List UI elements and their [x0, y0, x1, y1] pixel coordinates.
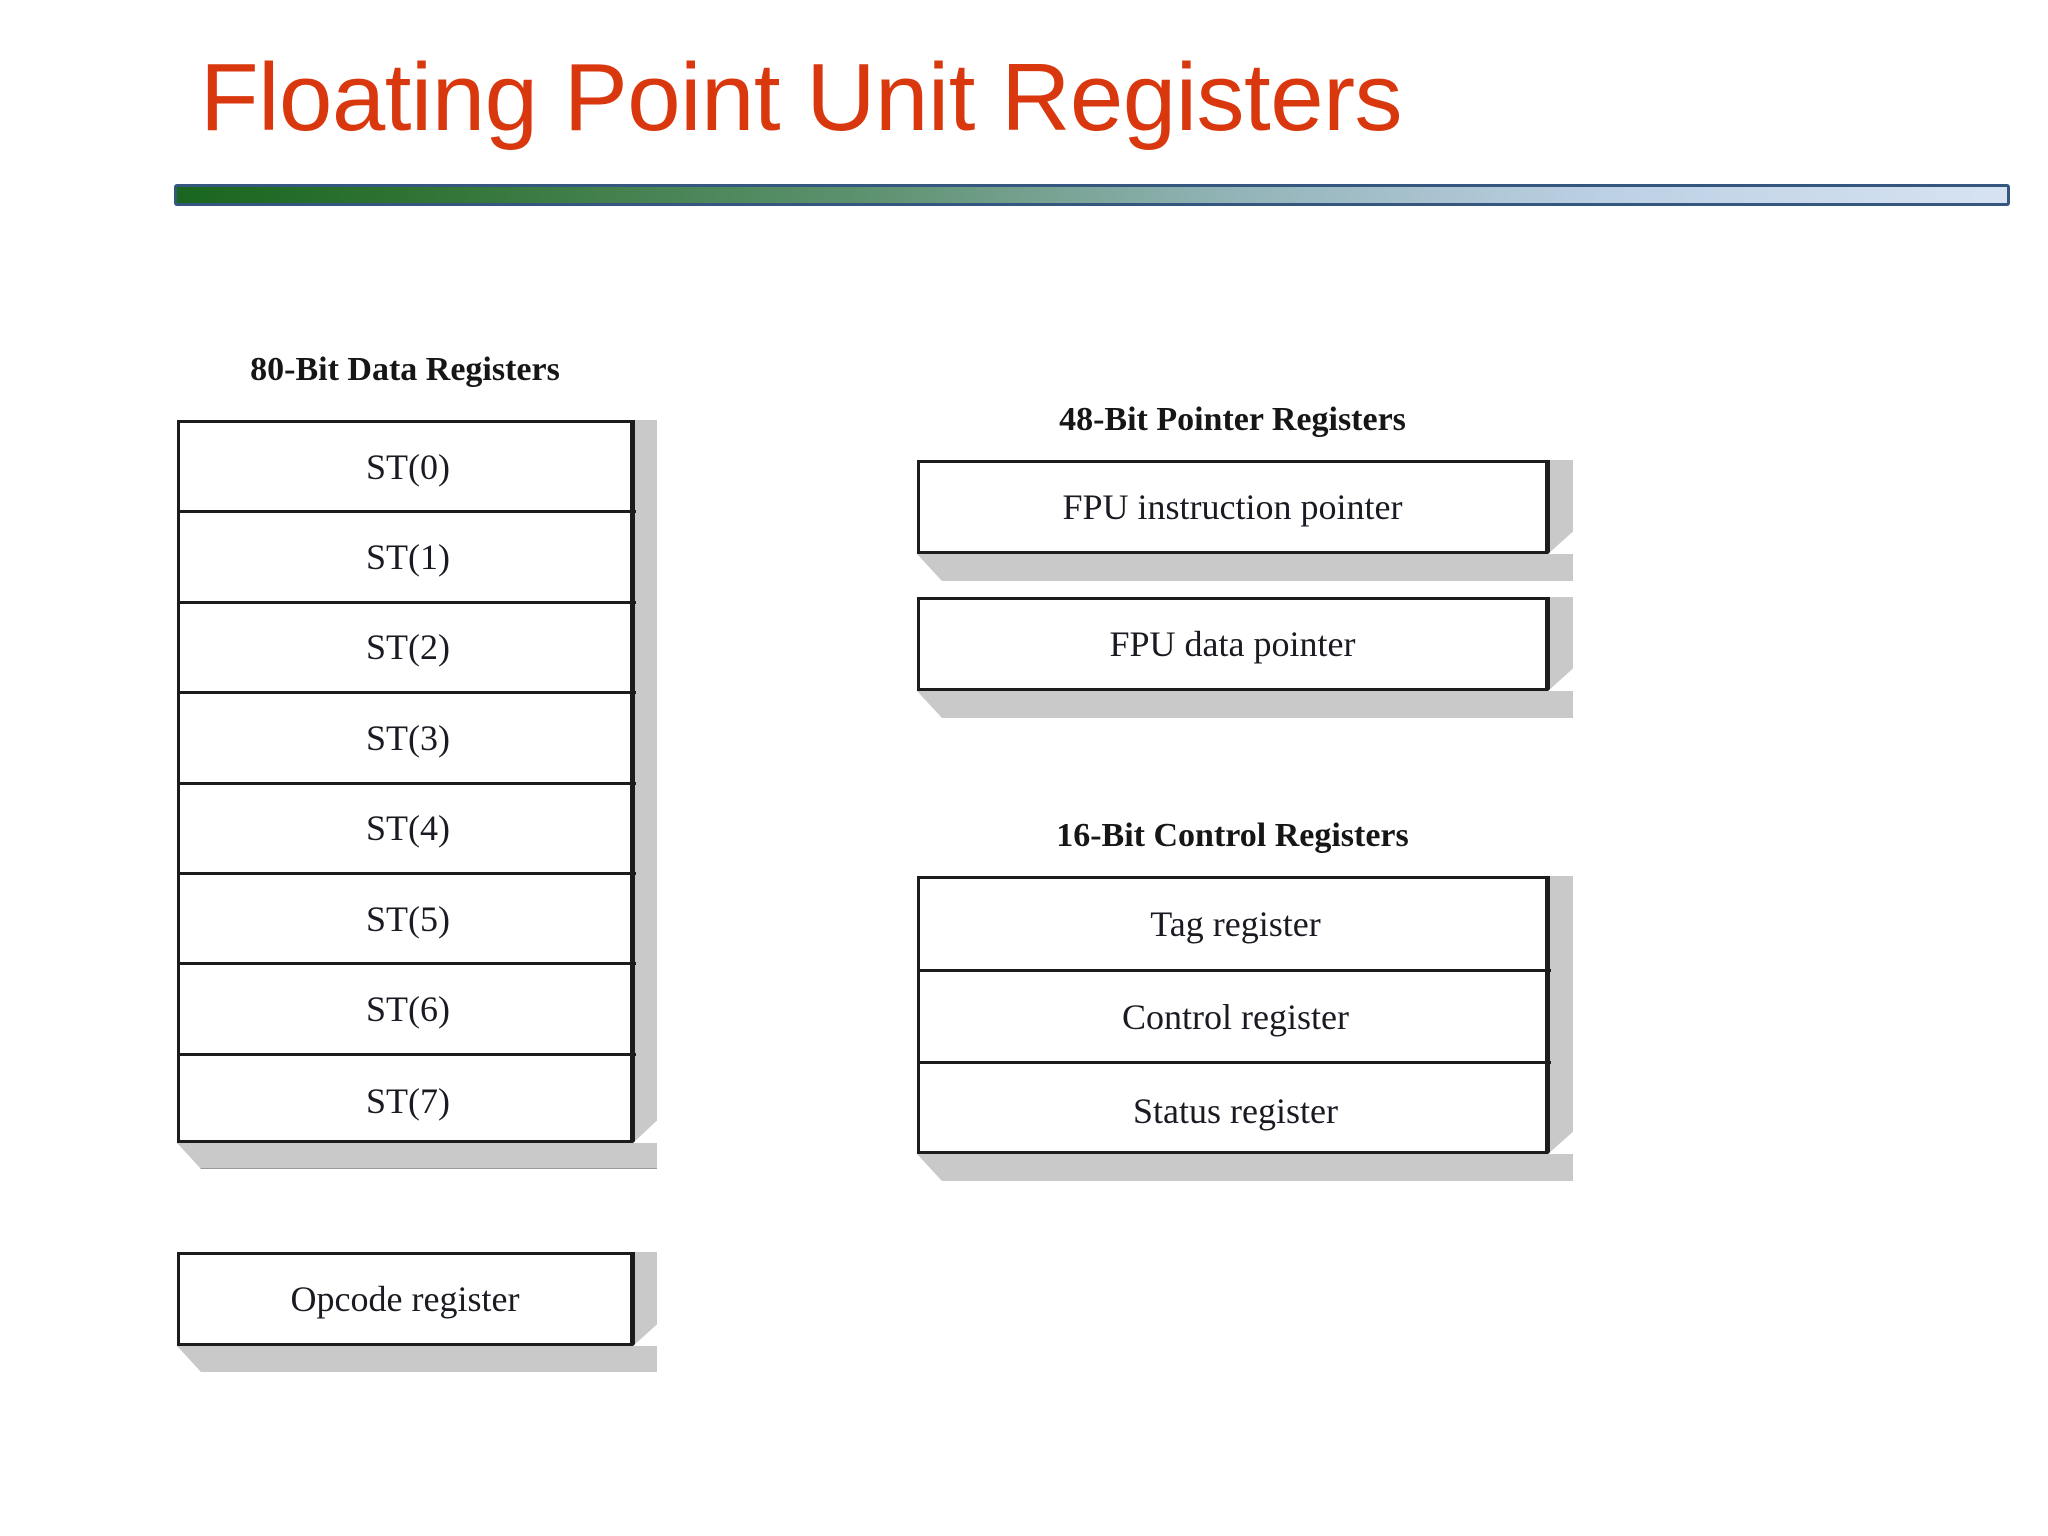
data-pointer-front-face: FPU data pointer	[917, 597, 1548, 691]
register-row[interactable]: ST(6)	[180, 965, 636, 1056]
register-label: ST(2)	[366, 627, 450, 668]
register-label: ST(7)	[366, 1080, 450, 1121]
stack-side-face	[633, 420, 657, 1143]
stack-front-face: ST(0) ST(1) ST(2) ST(3) ST(4) ST(5) ST(6…	[177, 420, 636, 1146]
register-row[interactable]: ST(7)	[180, 1056, 636, 1146]
data-pointer-side-face	[1548, 597, 1573, 691]
register-label: Opcode register	[290, 1279, 520, 1319]
title-divider-bar	[174, 184, 2010, 206]
register-row[interactable]: ST(5)	[180, 875, 636, 966]
control-stack-side-face	[1548, 876, 1573, 1154]
register-row[interactable]: ST(3)	[180, 694, 636, 785]
register-label: FPU instruction pointer	[1062, 487, 1403, 527]
data-pointer-bottom-face	[917, 691, 1573, 718]
register-row[interactable]: Tag register	[920, 879, 1551, 972]
register-label: ST(3)	[366, 717, 450, 758]
opcode-front-face: Opcode register	[177, 1252, 633, 1346]
register-row[interactable]: Status register	[920, 1064, 1551, 1157]
register-row[interactable]: ST(0)	[180, 423, 636, 514]
heading-pointer-registers: 48-Bit Pointer Registers	[1059, 401, 1406, 438]
register-row[interactable]: Control register	[920, 972, 1551, 1065]
control-stack-front-face: Tag register Control register Status reg…	[917, 876, 1551, 1157]
instruction-pointer-front-face: FPU instruction pointer	[917, 460, 1548, 554]
register-label: ST(1)	[366, 537, 450, 578]
opcode-side-face	[633, 1252, 657, 1346]
stack-bottom-face	[177, 1143, 657, 1169]
heading-control-registers: 16-Bit Control Registers	[1056, 817, 1409, 854]
register-label: FPU data pointer	[1109, 624, 1356, 664]
register-label: ST(5)	[366, 898, 450, 939]
register-row[interactable]: ST(2)	[180, 604, 636, 695]
register-row[interactable]: ST(4)	[180, 785, 636, 875]
instruction-pointer-bottom-face	[917, 554, 1573, 581]
page-title: Floating Point Unit Registers	[200, 44, 1403, 151]
control-stack-bottom-face	[917, 1154, 1573, 1181]
opcode-bottom-face	[177, 1346, 657, 1372]
register-label: Tag register	[1150, 903, 1321, 944]
register-row[interactable]: ST(1)	[180, 513, 636, 604]
heading-data-registers: 80-Bit Data Registers	[250, 351, 560, 388]
register-label: Status register	[1133, 1090, 1338, 1131]
register-label: ST(0)	[366, 446, 450, 487]
register-label: ST(6)	[366, 989, 450, 1030]
register-label: Control register	[1122, 996, 1349, 1037]
instruction-pointer-side-face	[1548, 460, 1573, 554]
register-label: ST(4)	[366, 808, 450, 849]
